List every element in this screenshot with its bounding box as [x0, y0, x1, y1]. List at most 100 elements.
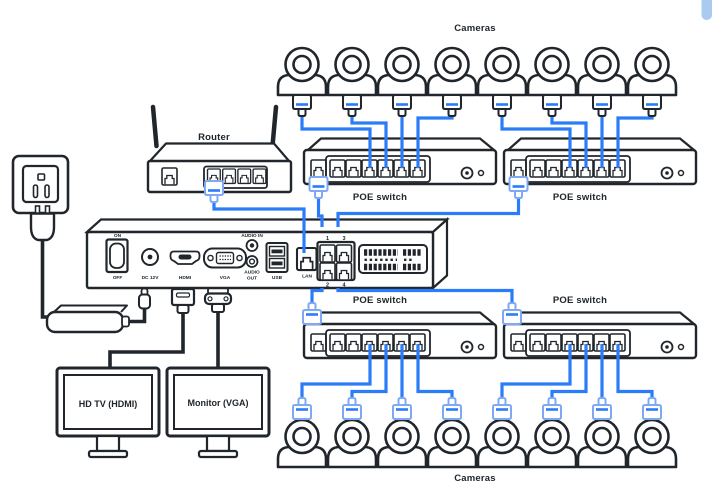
scrollbar-thumb[interactable] [701, 0, 712, 20]
rj45-plug [508, 175, 529, 200]
nvr-poe-port3-label: 3 [342, 236, 345, 242]
rj45-plug [291, 396, 313, 421]
rj45-plug [491, 396, 513, 421]
poe-switch-label: POE switch [353, 295, 407, 306]
rj45-plug [301, 301, 323, 326]
nvr-poe-port4-label: 4 [342, 283, 346, 289]
poe-switch-label: POE switch [553, 295, 607, 306]
uplink-cable-poe4 [336, 288, 514, 303]
rj45-plug [541, 396, 563, 421]
nvr-power-switch[interactable] [105, 238, 129, 274]
camera [476, 46, 528, 97]
camera-cable [616, 344, 654, 399]
power-adapter [45, 304, 130, 334]
camera [576, 418, 628, 469]
uplink-cable-poe1 [316, 194, 324, 227]
nvr-lan-jack [295, 246, 318, 272]
nvr-dc-label: DC 12V [142, 275, 160, 281]
rj45-plug [391, 396, 413, 421]
rj45-plug [341, 396, 363, 421]
camera [626, 46, 678, 97]
router-label: Router [198, 132, 230, 143]
camera [276, 46, 328, 97]
camera-cable [416, 344, 454, 399]
cameras-bottom-label: Cameras [454, 473, 496, 484]
poe-switch-bottom-right: POE switch [504, 295, 696, 358]
poe-switch-top-right: POE switch [504, 139, 696, 203]
nvr-usb-label: USB [272, 275, 283, 281]
camera [526, 46, 578, 97]
dc-barrel-connector [138, 287, 151, 310]
rj45-plug [591, 93, 613, 118]
camera [376, 46, 428, 97]
camera-cable [300, 113, 372, 168]
rj45-plug [308, 175, 329, 200]
poe-switch-top-left: POE switch [304, 139, 496, 203]
power-chain [11, 154, 151, 334]
nvr: ON OFF DC 12V HDMI VGA [84, 217, 450, 291]
rj45-plug [591, 396, 613, 421]
nvr-poe-port2-label: 2 [326, 283, 329, 289]
nvr-audio-out-jack [245, 255, 259, 268]
nvr-vga-label: VGA [220, 275, 231, 281]
nvr-on-label: ON [114, 233, 122, 239]
uplink-cable-poe2 [310, 288, 324, 303]
nvr-off-label: OFF [113, 275, 123, 281]
camera [476, 418, 528, 469]
router-to-lan-cable [212, 200, 306, 253]
rj45-plug [641, 93, 663, 118]
camera [426, 46, 478, 97]
cameras-top-row: Cameras [276, 23, 678, 97]
hdmi-cable [108, 310, 185, 370]
camera [576, 46, 628, 97]
router: Router [146, 104, 293, 194]
tv-label: HD TV (HDMI) [79, 399, 138, 409]
rj45-plug [341, 93, 363, 118]
rj45-plug [441, 93, 463, 118]
outlet-slot-right [44, 184, 50, 199]
nvr-lan-label: LAN [302, 274, 312, 280]
nvr-vga-port [203, 247, 247, 269]
camera-cable [300, 344, 372, 399]
nvr-dc-jack [141, 248, 159, 266]
camera [326, 46, 378, 97]
poe-switch-label: POE switch [353, 192, 407, 203]
camera [526, 418, 578, 469]
nvr-hdmi-port [169, 250, 201, 265]
camera [376, 418, 428, 469]
camera [326, 418, 378, 469]
wall-outlet [11, 154, 70, 215]
ethernet-cables [212, 113, 654, 399]
poe-switch-label: POE switch [553, 192, 607, 203]
hdmi-plug [170, 287, 196, 314]
power-cable [40, 238, 48, 319]
nvr-audio-out-label-2: OUT [247, 276, 257, 282]
router-wan-jack [161, 167, 178, 186]
hd-tv: HD TV (HDMI) [55, 366, 161, 459]
rj45-plug [491, 93, 513, 118]
camera [626, 418, 678, 469]
rj45-plug [291, 93, 313, 118]
camera [426, 418, 478, 469]
camera [276, 418, 328, 469]
rj45-plug [541, 93, 563, 118]
poe-switch-bottom-left: POE switch [304, 295, 496, 358]
monitor-label: Monitor (VGA) [188, 398, 249, 408]
cameras-top-label: Cameras [454, 23, 496, 34]
nvr-hdmi-label: HDMI [179, 275, 192, 281]
nvr-terminal-block [358, 244, 428, 274]
camera-cable [500, 344, 572, 399]
rj45-plug [441, 396, 463, 421]
nvr-poe-port1-label: 1 [326, 236, 329, 242]
camera-cable [550, 344, 588, 399]
rj45-plug [641, 396, 663, 421]
router-antenna-left [150, 104, 159, 149]
camera-cable [500, 113, 572, 168]
rj45-plug [391, 93, 413, 118]
cameras-bottom-row: Cameras [276, 418, 678, 484]
power-plug [29, 205, 56, 242]
outlet-slot-left [32, 184, 39, 199]
nvr-audio-out-label-1: AUDIO [244, 270, 260, 276]
vga-plug [203, 287, 233, 313]
